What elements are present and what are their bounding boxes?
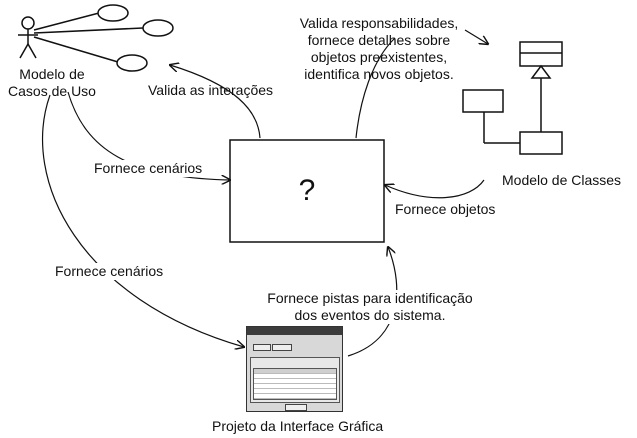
arrow-fornece-objetos	[385, 179, 485, 199]
arrow-valida-interacoes	[170, 65, 261, 139]
class-diagram-icon	[462, 41, 563, 155]
class-model-label: Modelo de Classes	[502, 172, 622, 188]
use-case-ellipse-1	[97, 4, 129, 22]
arrow-valida-responsabilidades	[355, 37, 396, 139]
validates-responsibilities-label: Valida responsabilidades, fornece detalh…	[299, 15, 459, 82]
validates-interactions-label: Valida as interações	[148, 82, 274, 98]
gui-project-label: Projeto da Interface Gráfica	[212, 418, 384, 434]
gui-thumbnail-table	[253, 368, 337, 400]
central-box	[229, 139, 385, 243]
provides-objects-label: Fornece objetos	[395, 201, 496, 218]
use-case-model-label: Modelo de Casos de Uso	[8, 66, 96, 99]
use-case-ellipse-2	[142, 19, 174, 37]
gui-thumbnail-button-2	[272, 344, 292, 351]
gui-thumbnail-titlebar	[247, 327, 342, 335]
gui-thumbnail-button-1	[253, 344, 271, 351]
use-case-ellipse-3	[116, 54, 148, 72]
arrow-responsabilidades-to-classes	[464, 29, 488, 44]
provides-clues-label: Fornece pistas para identificação dos ev…	[256, 290, 484, 324]
arrow-fornece-cenarios-top	[67, 91, 230, 180]
provides-scenarios-bottom-label: Fornece cenários	[55, 263, 164, 280]
gui-thumbnail-panel	[250, 357, 340, 403]
arrow-fornece-cenarios-bottom	[42, 94, 244, 347]
actor-icon	[18, 16, 38, 59]
gui-screenshot-thumbnail	[246, 326, 343, 412]
use-case-ellipses	[33, 4, 174, 72]
provides-scenarios-top-label: Fornece cenários	[94, 160, 203, 177]
gui-thumbnail-bottom-button	[285, 404, 307, 411]
question-mark: ?	[298, 174, 316, 207]
